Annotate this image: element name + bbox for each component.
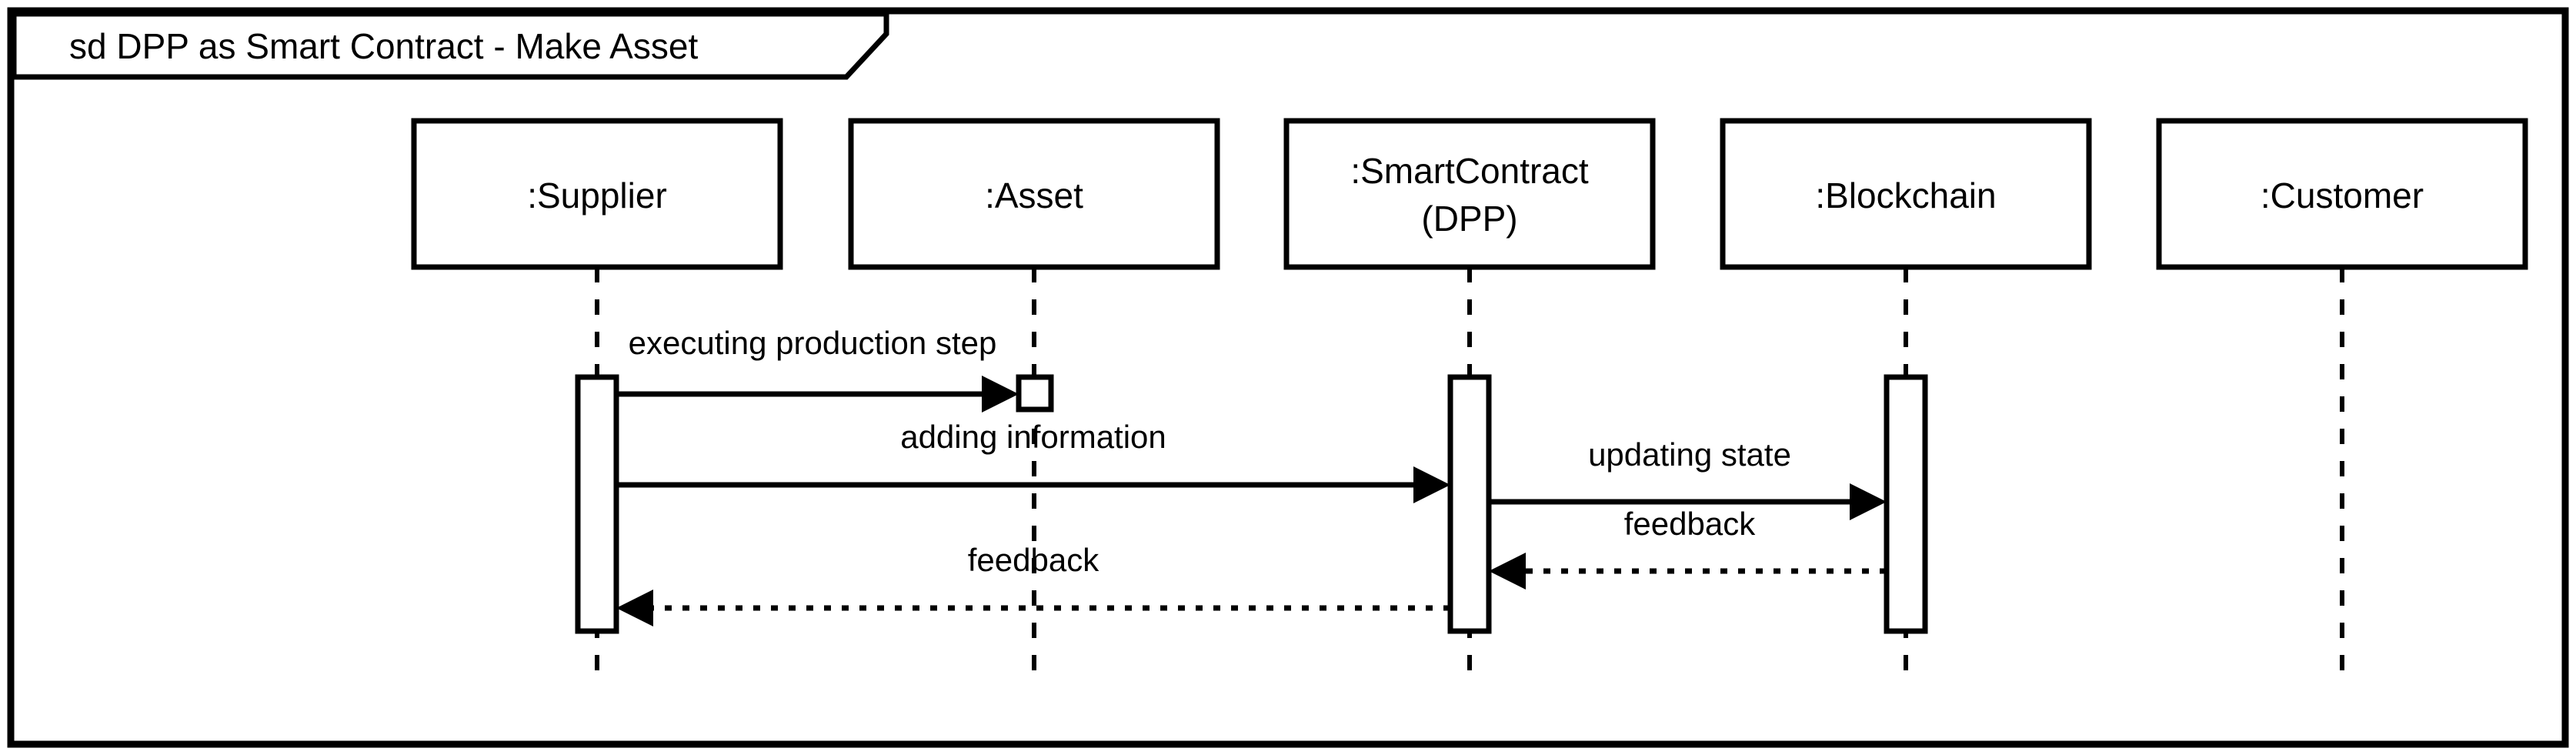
message-label-feedback-blockchain: feedback — [1624, 506, 1756, 542]
lifeline-label-blockchain: :Blockchain — [1815, 175, 1996, 215]
interaction-frame — [7, 7, 2569, 748]
frame-title-label: sd DPP as Smart Contract - Make Asset — [69, 26, 698, 66]
arrowhead-executing-production-step — [982, 376, 1019, 413]
lifeline-supplier[interactable]: :Supplier — [411, 118, 783, 687]
lifeline-label-smartcontract-line2: (DPP) — [1421, 199, 1517, 239]
frame-title-tab — [11, 11, 889, 80]
lifeline-label-supplier: :Supplier — [527, 175, 667, 215]
activation-bar-smartcontract[interactable] — [1447, 374, 1492, 634]
activation-bar-asset[interactable] — [1016, 374, 1054, 413]
lifeline-label-smartcontract: :SmartContract — [1350, 151, 1589, 191]
lifeline-label-asset: :Asset — [985, 175, 1083, 215]
message-label-updating-state: updating state — [1588, 436, 1791, 473]
message-label-feedback-supplier: feedback — [968, 542, 1099, 578]
message-feedback-supplier[interactable]: feedback — [616, 542, 1450, 626]
message-adding-information[interactable]: adding information — [616, 419, 1450, 503]
arrowhead-updating-state — [1850, 483, 1887, 520]
lifeline-blockchain[interactable]: :Blockchain — [1720, 118, 2092, 687]
lifeline-head-smartcontract[interactable] — [1283, 118, 1656, 270]
lifeline-customer[interactable]: :Customer — [2156, 118, 2528, 687]
lifeline-head-customer[interactable] — [2156, 118, 2528, 270]
arrowhead-adding-information — [1413, 466, 1450, 503]
activation-bar-supplier[interactable] — [575, 374, 619, 634]
arrowhead-feedback-blockchain — [1489, 553, 1526, 590]
lifeline-asset[interactable]: :Asset — [848, 118, 1220, 687]
message-updating-state[interactable]: updating state — [1489, 436, 1887, 520]
message-executing-production-step[interactable]: executing production step — [616, 325, 1019, 413]
lifeline-head-supplier[interactable] — [411, 118, 783, 270]
message-label-executing-production-step: executing production step — [629, 325, 997, 361]
lifeline-head-blockchain[interactable] — [1720, 118, 2092, 270]
message-feedback-blockchain[interactable]: feedback — [1489, 506, 1887, 590]
arrowhead-feedback-supplier — [616, 590, 653, 626]
lifeline-smartcontract[interactable]: :SmartContract (DPP) — [1283, 118, 1656, 687]
message-label-adding-information: adding information — [900, 419, 1166, 455]
activation-bar-blockchain[interactable] — [1884, 374, 1928, 634]
lifeline-label-customer: :Customer — [2261, 175, 2424, 215]
